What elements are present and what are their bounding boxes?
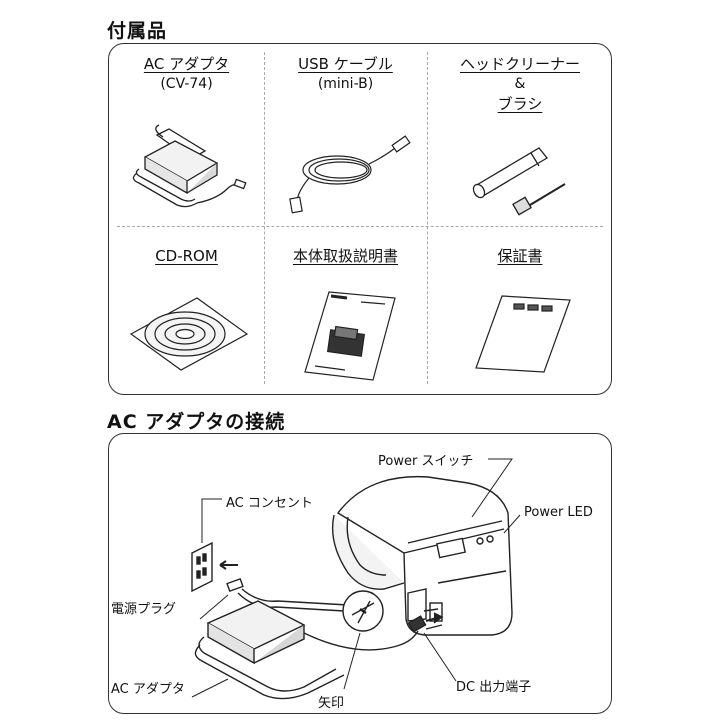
accessory-title: CD-ROM (155, 247, 218, 265)
wall-outlet (191, 541, 213, 593)
connection-diagram (191, 458, 521, 700)
warranty-icon (475, 295, 571, 373)
label-ac-adapter: AC アダプタ (111, 682, 185, 697)
head-cleaner-brush-icon (472, 147, 566, 216)
divider-v1 (264, 52, 265, 384)
label-ac-outlet: AC コンセント (226, 496, 313, 511)
divider-h (117, 226, 603, 227)
usb-cable-icon (289, 135, 411, 214)
accessory-subtitle: (mini-B) (317, 76, 374, 92)
accessory-title: AC アダプタ (143, 55, 230, 73)
label-arrow-mark: 矢印 (318, 696, 345, 711)
accessory-usb-cable: USB ケーブル (mini-B) (264, 54, 427, 94)
divider-v2 (427, 52, 428, 384)
connection-title: AC アダプタの接続 (107, 411, 286, 433)
accessory-subtitle-2: ブラシ (497, 95, 543, 113)
accessory-manual: 本体取扱説明書 (264, 246, 427, 266)
ac-adapter-icon (132, 124, 247, 208)
accessory-subtitle: (CV-74) (160, 76, 213, 92)
label-dc-jack: DC 出力端子 (456, 680, 532, 695)
accessory-subtitle: & (514, 76, 526, 92)
accessory-title: ヘッドクリーナー (459, 55, 580, 73)
accessory-title: USB ケーブル (298, 55, 393, 73)
label-power-plug: 電源プラグ (111, 602, 177, 617)
accessory-warranty: 保証書 (427, 246, 613, 266)
accessory-head-cleaner: ヘッドクリーナー & ブラシ (427, 54, 613, 114)
accessory-title: 本体取扱説明書 (292, 247, 398, 265)
label-power-switch: Power スイッチ (378, 454, 474, 469)
accessory-ac-adapter: AC アダプタ (CV-74) (109, 54, 264, 94)
label-power-led: Power LED (524, 505, 593, 520)
accessory-title: 保証書 (497, 247, 543, 265)
manual-icon (304, 291, 396, 381)
accessories-title: 付属品 (107, 20, 168, 42)
cd-rom-icon (129, 297, 249, 371)
accessory-cd-rom: CD-ROM (109, 246, 264, 266)
accessories-panel: AC アダプタ (CV-74) USB ケーブル (mini-B) (108, 43, 612, 395)
